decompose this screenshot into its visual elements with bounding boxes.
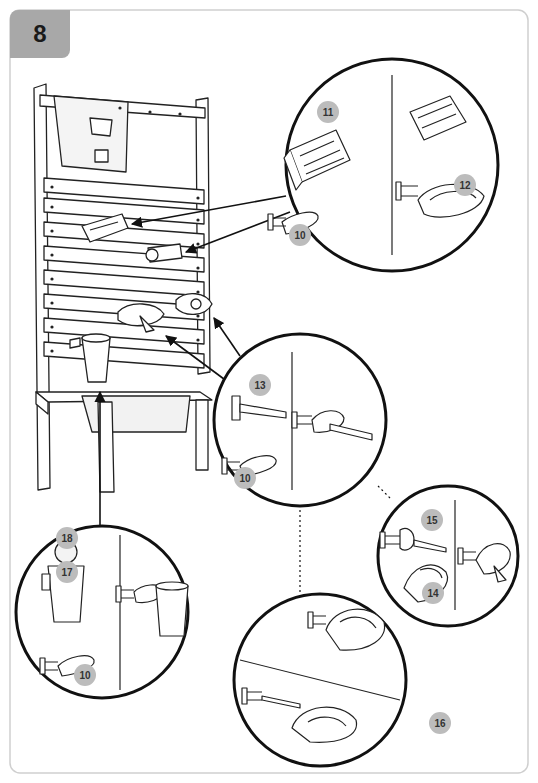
- callout-number: 10: [234, 467, 256, 489]
- callout-number: 14: [422, 582, 444, 604]
- callout-number: 13: [249, 374, 271, 396]
- step-number: 8: [33, 20, 46, 48]
- callout-number: 16: [429, 712, 451, 734]
- callout-number: 18: [56, 527, 78, 549]
- step-number-tab: 8: [10, 10, 70, 58]
- callout-number: 11: [317, 101, 339, 123]
- callout-number: 10: [74, 664, 96, 686]
- callout-number: 15: [421, 509, 443, 531]
- callout-number: 17: [56, 561, 78, 583]
- callout-number: 10: [289, 224, 311, 246]
- callout-number: 12: [454, 174, 476, 196]
